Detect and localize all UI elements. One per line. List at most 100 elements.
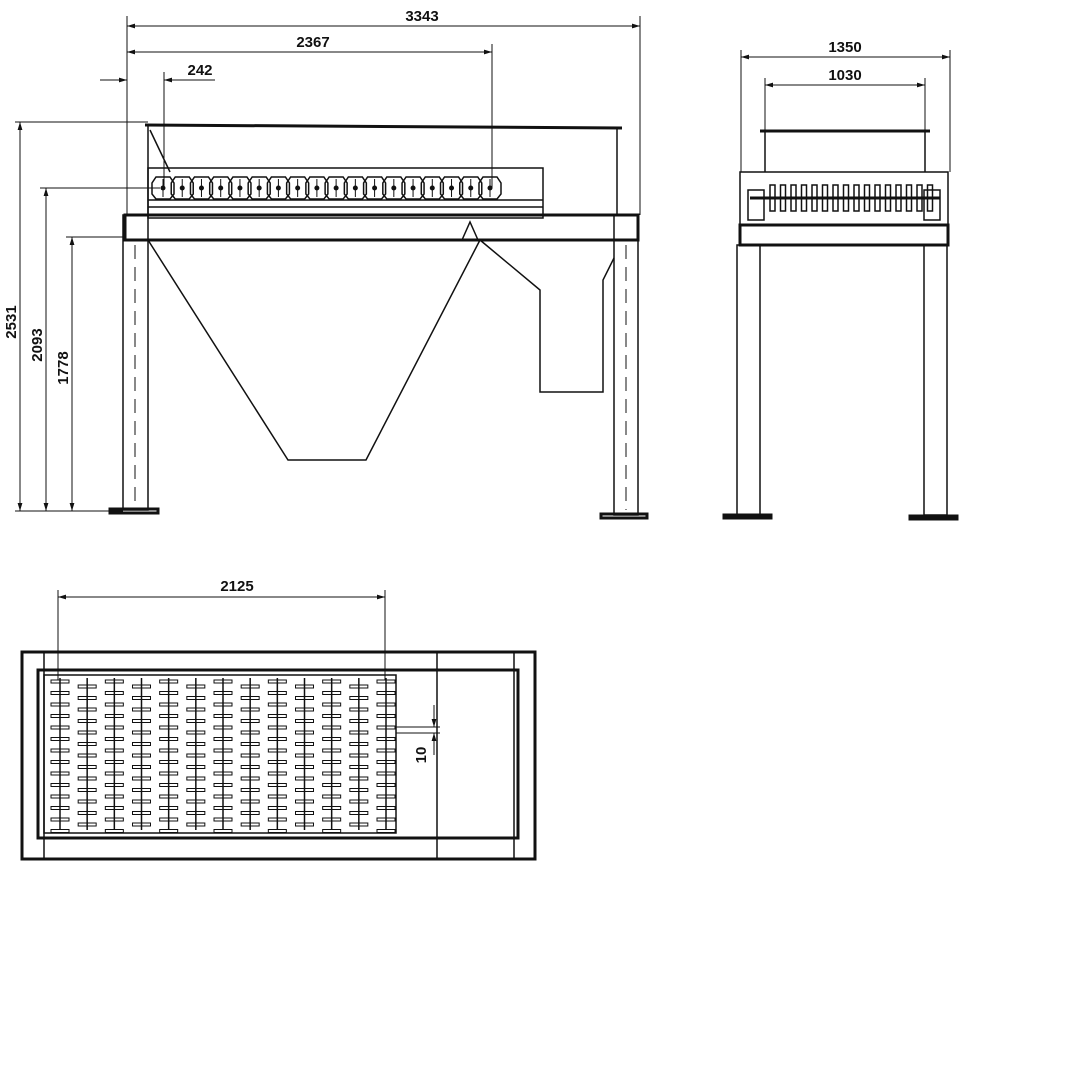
disc — [159, 748, 179, 753]
disc — [376, 829, 396, 833]
roller — [362, 176, 387, 200]
disc — [240, 707, 260, 712]
disc — [50, 794, 70, 799]
disc — [50, 691, 70, 695]
roller-disc — [916, 184, 923, 212]
disc — [50, 714, 70, 718]
disc — [132, 707, 151, 712]
roller-shaft — [314, 185, 320, 191]
disc — [213, 817, 233, 822]
disc — [104, 725, 124, 730]
disc — [240, 719, 260, 723]
disc — [77, 765, 97, 769]
disc — [77, 696, 97, 700]
disc — [104, 691, 124, 695]
disc — [159, 737, 179, 741]
dim-2093: 2093 — [29, 328, 46, 361]
disc — [132, 684, 151, 689]
roller — [266, 176, 291, 200]
disc — [159, 806, 179, 810]
disc — [132, 811, 151, 815]
roller-disc — [305, 176, 329, 200]
roller-disc — [362, 176, 387, 200]
disc — [267, 771, 287, 776]
disc — [295, 707, 314, 712]
roller-shaft — [429, 185, 435, 191]
disc — [159, 771, 179, 776]
roller-shaft — [487, 185, 493, 191]
disc — [267, 794, 287, 799]
roller-shaft — [468, 185, 474, 191]
dim-1030: 1030 — [828, 67, 861, 84]
roller-shaft — [256, 185, 262, 191]
disc — [213, 783, 233, 787]
roller-disc — [266, 176, 291, 200]
disc — [77, 799, 97, 804]
disc — [349, 822, 369, 827]
dim-1778: 1778 — [55, 351, 72, 384]
disc — [132, 788, 151, 792]
disc — [104, 829, 124, 833]
dim-242: 242 — [187, 62, 212, 79]
roller — [305, 176, 329, 200]
disc — [159, 702, 179, 707]
roller-disc — [170, 176, 194, 200]
disc — [50, 748, 70, 753]
roller-disc — [884, 184, 892, 212]
disc — [322, 760, 342, 764]
roller-disc — [420, 176, 445, 200]
disc — [159, 794, 179, 799]
front-view: 1350 1030 — [722, 39, 959, 521]
right-base-plate — [599, 512, 649, 520]
disc — [376, 817, 396, 822]
disc — [376, 783, 396, 787]
roller-shaft — [449, 185, 455, 191]
disc — [267, 806, 287, 810]
disc — [104, 760, 124, 764]
disc — [159, 679, 179, 684]
disc — [50, 829, 70, 833]
roller-disc — [247, 176, 271, 200]
roller-disc — [853, 184, 860, 212]
disc — [267, 817, 287, 822]
dim-1350: 1350 — [828, 39, 861, 56]
hopper — [147, 239, 481, 461]
roller-disc — [478, 176, 502, 200]
roller-disc — [863, 184, 871, 212]
roller — [285, 176, 310, 200]
disc — [376, 748, 396, 753]
disc — [132, 753, 151, 758]
disc — [186, 730, 206, 735]
disc — [240, 788, 260, 792]
disc — [186, 742, 206, 746]
roller-disc — [800, 184, 808, 212]
dim-2125: 2125 — [220, 578, 253, 595]
roller — [170, 176, 194, 200]
disc — [267, 829, 287, 833]
disc — [322, 725, 342, 730]
disc — [104, 806, 124, 810]
roller-disc — [459, 176, 483, 200]
disc — [159, 725, 179, 730]
roller-shaft — [352, 185, 358, 191]
disc — [213, 737, 233, 741]
roller — [459, 176, 483, 200]
roller-disc — [842, 184, 850, 212]
disc — [213, 760, 233, 764]
disc — [376, 691, 396, 695]
disc — [213, 691, 233, 695]
dim-3343: 3343 — [405, 8, 438, 25]
disc — [240, 753, 260, 758]
roller-shaft — [372, 185, 378, 191]
disc — [77, 707, 97, 712]
dim-2531: 2531 — [3, 305, 20, 338]
disc — [322, 794, 342, 799]
roller-screen-grid — [50, 678, 396, 833]
disc — [349, 696, 369, 700]
disc — [186, 788, 206, 792]
disc — [132, 719, 151, 723]
roller-disc — [228, 176, 252, 200]
roller-shaft — [160, 185, 166, 191]
roller-disc — [779, 184, 787, 212]
disc — [50, 760, 70, 764]
